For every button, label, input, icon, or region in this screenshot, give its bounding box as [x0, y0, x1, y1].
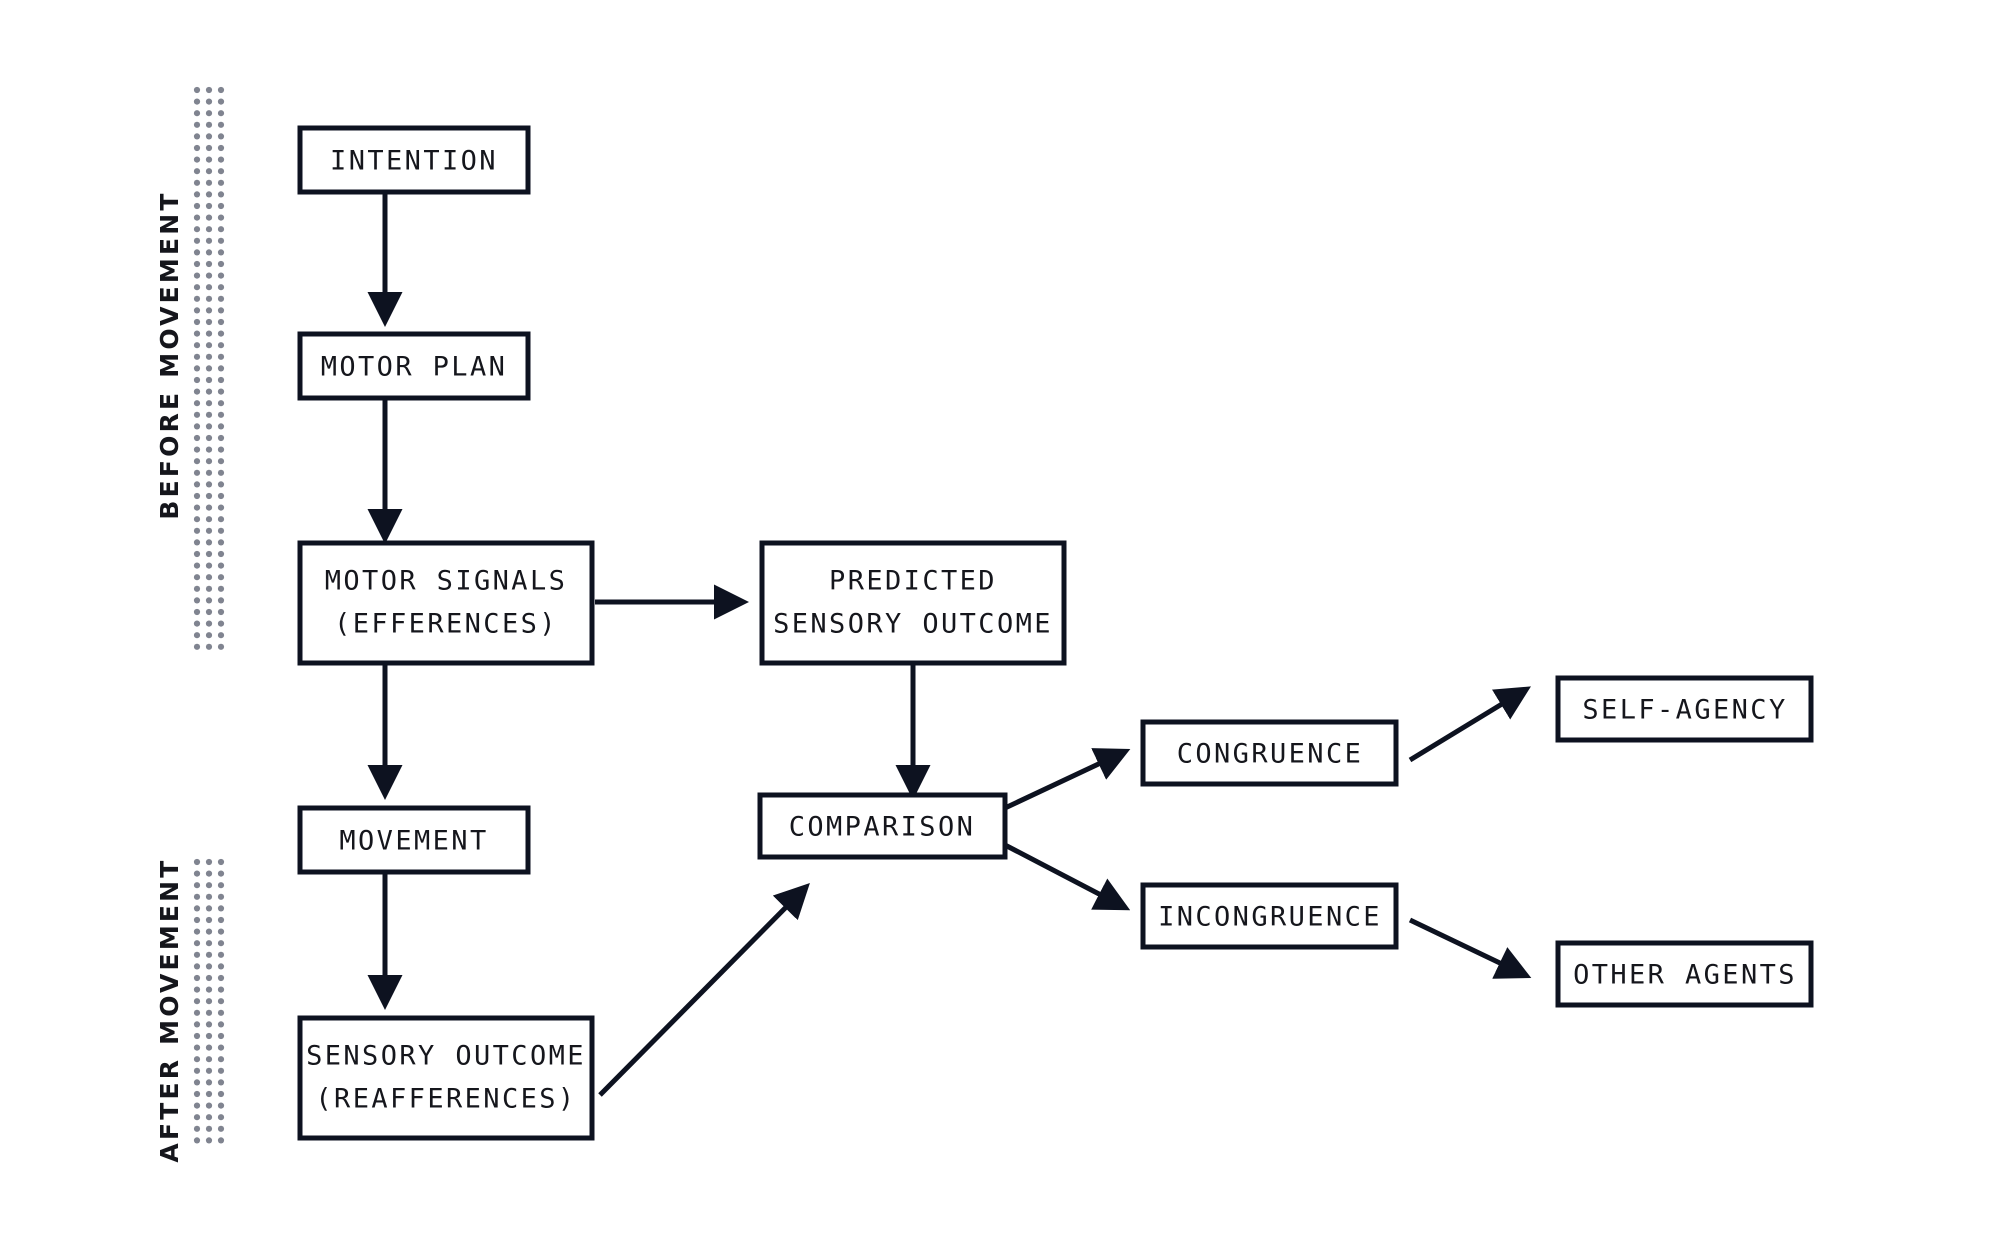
node-movement-label: MOVEMENT	[339, 826, 488, 857]
phase-label-after: AFTER MOVEMENT	[155, 857, 184, 1162]
node-sensory-outcome-label-line2: (REAFFERENCES)	[315, 1084, 576, 1115]
node-sensory-outcome-label-line1: SENSORY OUTCOME	[306, 1041, 586, 1072]
node-self-agency-label: SELF-AGENCY	[1582, 695, 1787, 726]
phase-marker-before-dots	[193, 86, 225, 650]
node-movement[interactable]: MOVEMENT	[297, 805, 531, 875]
node-self-agency[interactable]: SELF-AGENCY	[1555, 675, 1814, 743]
node-congruence[interactable]: CONGRUENCE	[1140, 719, 1399, 787]
edge-sensory-outcome-to-comparison	[598, 883, 810, 1097]
node-predicted-sensory-outcome[interactable]: PREDICTED SENSORY OUTCOME	[759, 540, 1067, 666]
edge-comparison-to-incongruence	[1003, 842, 1131, 911]
node-comparison[interactable]: COMPARISON	[757, 792, 1008, 860]
phase-label-before: BEFORE MOVEMENT	[155, 190, 184, 519]
node-predicted-sensory-label-line1: PREDICTED	[829, 566, 997, 597]
node-motor-signals-label-line2: (EFFERENCES)	[334, 609, 558, 640]
edge-comparison-to-congruence	[1003, 748, 1131, 811]
node-intention[interactable]: INTENTION	[297, 125, 531, 195]
node-incongruence-label: INCONGRUENCE	[1158, 902, 1382, 933]
node-motor-plan-label: MOTOR PLAN	[321, 352, 508, 383]
node-motor-signals[interactable]: MOTOR SIGNALS (EFFERENCES)	[297, 540, 595, 666]
node-motor-signals-label-line1: MOTOR SIGNALS	[325, 566, 568, 597]
node-other-agents[interactable]: OTHER AGENTS	[1555, 940, 1814, 1008]
edge-congruence-to-self-agency	[1408, 686, 1531, 763]
phase-marker-after-dots	[193, 858, 225, 1144]
node-congruence-label: CONGRUENCE	[1177, 739, 1364, 770]
node-predicted-sensory-label-line2: SENSORY OUTCOME	[773, 609, 1053, 640]
node-motor-plan[interactable]: MOTOR PLAN	[297, 331, 531, 401]
node-incongruence[interactable]: INCONGRUENCE	[1140, 882, 1399, 950]
node-intention-label: INTENTION	[330, 146, 498, 177]
node-comparison-label: COMPARISON	[789, 812, 976, 843]
edge-incongruence-to-other-agents	[1408, 917, 1532, 979]
node-other-agents-label: OTHER AGENTS	[1573, 960, 1797, 991]
node-sensory-outcome[interactable]: SENSORY OUTCOME (REAFFERENCES)	[297, 1015, 595, 1141]
